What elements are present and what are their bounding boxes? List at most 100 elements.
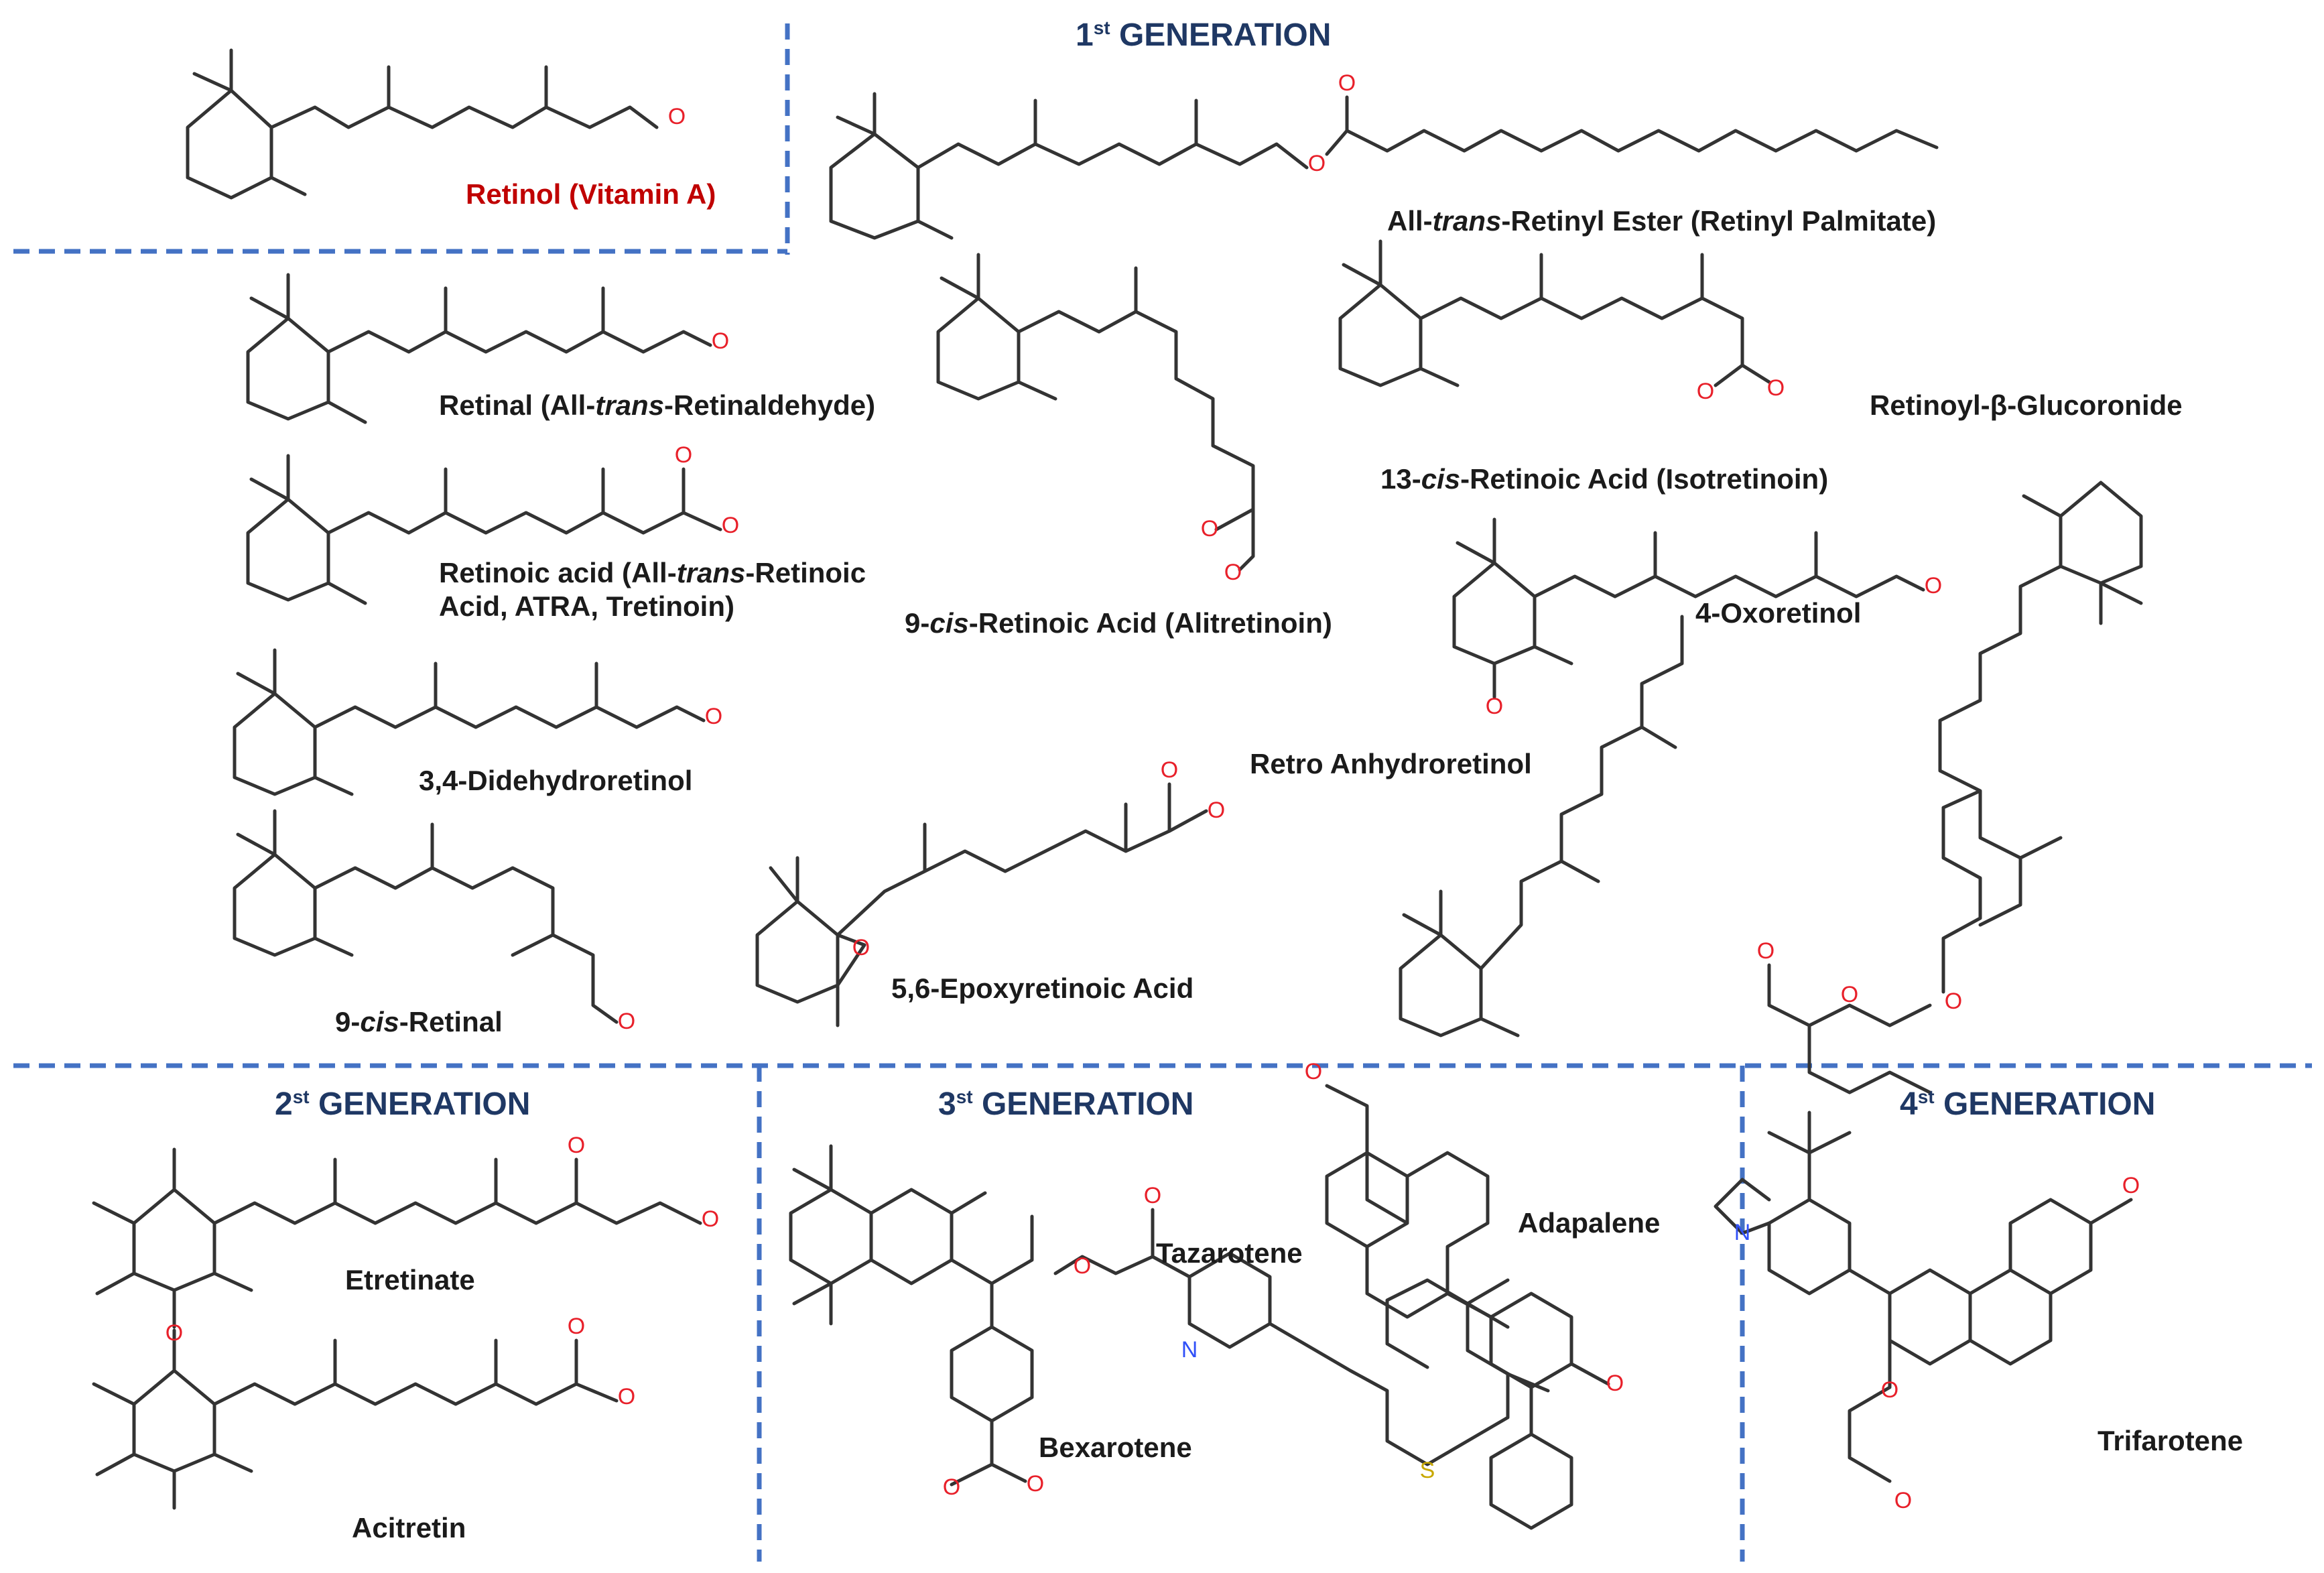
label-trifarotene: Trifarotene — [2097, 1425, 2244, 1456]
generation-2-suffix: st — [292, 1086, 310, 1107]
label-isotretinoin-suffix: -Retinoic Acid (Isotretinoin) — [1460, 463, 1829, 495]
label-tazarotene: Tazarotene — [1156, 1237, 1303, 1269]
label-retinyl-palmitate: All-trans-Retinyl Ester (Retinyl Palmita… — [1387, 204, 1936, 238]
atom-tazarotene-ester: O — [1074, 1253, 1091, 1279]
atom-acitretin-carbonyl: O — [568, 1314, 585, 1339]
label-didehydroretinol: 3,4-Didehydroretinol — [419, 765, 693, 796]
alitretinoin-structure — [936, 253, 1255, 572]
atom-epoxy-hydroxyl: O — [1208, 798, 1225, 823]
atom-alitretinoin-oxygen: O — [1224, 560, 1242, 585]
oxoretinol-structure — [1452, 517, 1925, 699]
tazarotene-structure — [1053, 1208, 1550, 1466]
label-alitretinoin-prefix: 9- — [905, 607, 930, 639]
label-cis-retinal-suffix: -Retinal — [399, 1006, 503, 1037]
label-isotretinoin-italic: cis — [1421, 463, 1461, 495]
generation-4-number: 4 — [1900, 1086, 1918, 1122]
atom-retinol-oxygen: O — [668, 104, 686, 129]
generation-2-word: GENERATION — [318, 1086, 531, 1122]
atom-glucoronide-acid: O — [1757, 938, 1774, 964]
label-adapalene: Adapalene — [1518, 1207, 1661, 1239]
label-retinal-prefix: Retinal (All- — [439, 389, 596, 421]
atom-oxoretinol-oxygen: O — [1925, 573, 1942, 599]
epoxyretinoic-acid-structure — [755, 782, 1208, 1027]
atom-bexarotene-carbonyl: O — [943, 1474, 960, 1500]
atom-palmitate-oxygen: O — [1308, 151, 1326, 176]
atom-didehydro-oxygen: O — [705, 704, 722, 729]
label-retinol: Retinol (Vitamin A) — [466, 178, 716, 210]
generation-1-word: GENERATION — [1118, 17, 1332, 53]
atom-epoxy-oxygen: O — [852, 935, 870, 960]
generation-1-suffix: st — [1093, 17, 1110, 38]
glucoronide-structure — [1767, 481, 2143, 1094]
label-retinoic-acid: Retinoic acid (All-trans-Retinoic Acid, … — [439, 556, 921, 624]
acitretin-structure — [92, 1328, 619, 1510]
atom-trifarotene-hydroxyl: O — [1894, 1488, 1912, 1513]
atom-trifarotene-carbonyl: O — [2122, 1173, 2140, 1198]
atom-etretinate-ester: O — [702, 1206, 719, 1232]
label-cis-retinal-prefix: 9- — [335, 1006, 361, 1037]
label-retinal-italic: trans — [595, 389, 665, 421]
label-acitretin: Acitretin — [352, 1512, 466, 1544]
retinol-structure — [186, 48, 659, 200]
label-retinal-suffix: -Retinaldehyde) — [664, 389, 876, 421]
atom-bexarotene-hydroxyl: O — [1027, 1471, 1044, 1497]
label-anhydroretinol: Retro Anhydroretinol — [1250, 748, 1532, 779]
atom-isotretinoin-oxygen: O — [1767, 375, 1785, 401]
label-alitretinoin-italic: cis — [929, 607, 969, 639]
label-retinoic-acid-italic: trans — [676, 557, 746, 588]
generation-4-suffix: st — [1917, 1086, 1935, 1107]
retinyl-palmitate-structure — [829, 92, 1939, 240]
generation-1-number: 1 — [1076, 17, 1094, 53]
atom-tazarotene-nitrogen: N — [1181, 1337, 1198, 1363]
label-retinal: Retinal (All-trans-Retinaldehyde) — [439, 389, 875, 422]
label-retinyl-palmitate-prefix: All- — [1387, 205, 1433, 237]
atom-isotretinoin-carbonyl: O — [1697, 379, 1714, 404]
atom-adapalene-methoxy: O — [1606, 1371, 1624, 1396]
atom-epoxy-carbonyl: O — [1161, 757, 1178, 783]
adapalene-structure — [1325, 1084, 1610, 1530]
label-oxoretinol: 4-Oxoretinol — [1695, 597, 1862, 629]
retinal-structure — [246, 273, 712, 424]
label-retinoyl-glucoronide: Retinoyl-β-Glucoronide — [1870, 389, 2183, 421]
generation-3-word: GENERATION — [981, 1086, 1194, 1122]
atom-ra-carbonyl: O — [675, 442, 692, 468]
label-alitretinoin-suffix: -Retinoic Acid (Alitretinoin) — [968, 607, 1332, 639]
label-retinyl-palmitate-italic: trans — [1432, 205, 1502, 237]
atom-ra-oxygen: O — [722, 513, 739, 538]
generation-1-title: 1st GENERATION — [1076, 17, 1331, 54]
label-cis-retinal-italic: cis — [360, 1006, 399, 1037]
atom-etretinate-methoxy: O — [166, 1320, 183, 1346]
label-isotretinoin-prefix: 13- — [1380, 463, 1421, 495]
trifarotene-structure — [1714, 1111, 2133, 1483]
atom-adapalene-hydroxyl: O — [1305, 1059, 1322, 1084]
label-retinyl-palmitate-suffix: -Retinyl Ester (Retinyl Palmitate) — [1501, 205, 1937, 237]
label-etretinate: Etretinate — [345, 1264, 475, 1296]
generation-4-word: GENERATION — [1943, 1086, 2156, 1122]
section-dividers — [13, 23, 2312, 1562]
label-retinoic-acid-prefix: Retinoic acid (All- — [439, 557, 677, 588]
atom-alitretinoin-carbonyl: O — [1201, 516, 1218, 542]
generation-2-number: 2 — [275, 1086, 293, 1122]
etretinate-structure — [92, 1147, 702, 1329]
atom-palmitate-carbonyl: O — [1338, 70, 1356, 96]
atom-glucoronide-ether: O — [1945, 989, 1962, 1014]
atom-tazarotene-carbonyl: O — [1144, 1183, 1161, 1208]
label-retinoic-acid-suffix: -Retinoic Acid, ATRA, Tretinoin) — [439, 557, 866, 623]
label-isotretinoin: 13-cis-Retinoic Acid (Isotretinoin) — [1380, 462, 1828, 496]
generation-3-title: 3st GENERATION — [938, 1086, 1193, 1123]
atom-trifarotene-nitrogen: N — [1734, 1220, 1751, 1245]
atom-oxoretinol-ketone: O — [1486, 694, 1503, 719]
generation-4-title: 4st GENERATION — [1900, 1086, 2155, 1123]
label-epoxyretinoic-acid: 5,6-Epoxyretinoic Acid — [891, 972, 1194, 1004]
atom-acitretin-oxygen: O — [618, 1384, 635, 1409]
atom-tazarotene-sulfur: S — [1420, 1458, 1435, 1483]
isotretinoin-structure — [1338, 239, 1771, 387]
cis-retinal-structure — [233, 809, 619, 1024]
atom-retinal-oxygen: O — [712, 328, 729, 354]
anhydroretinol-structure — [1399, 615, 1684, 1037]
label-cis-retinal: 9-cis-Retinal — [335, 1005, 503, 1039]
label-bexarotene: Bexarotene — [1039, 1432, 1192, 1463]
didehydroretinol-structure — [233, 648, 706, 796]
heteroatoms: O O O O O O O O O O O O O O O O O O O O … — [166, 70, 2140, 1513]
